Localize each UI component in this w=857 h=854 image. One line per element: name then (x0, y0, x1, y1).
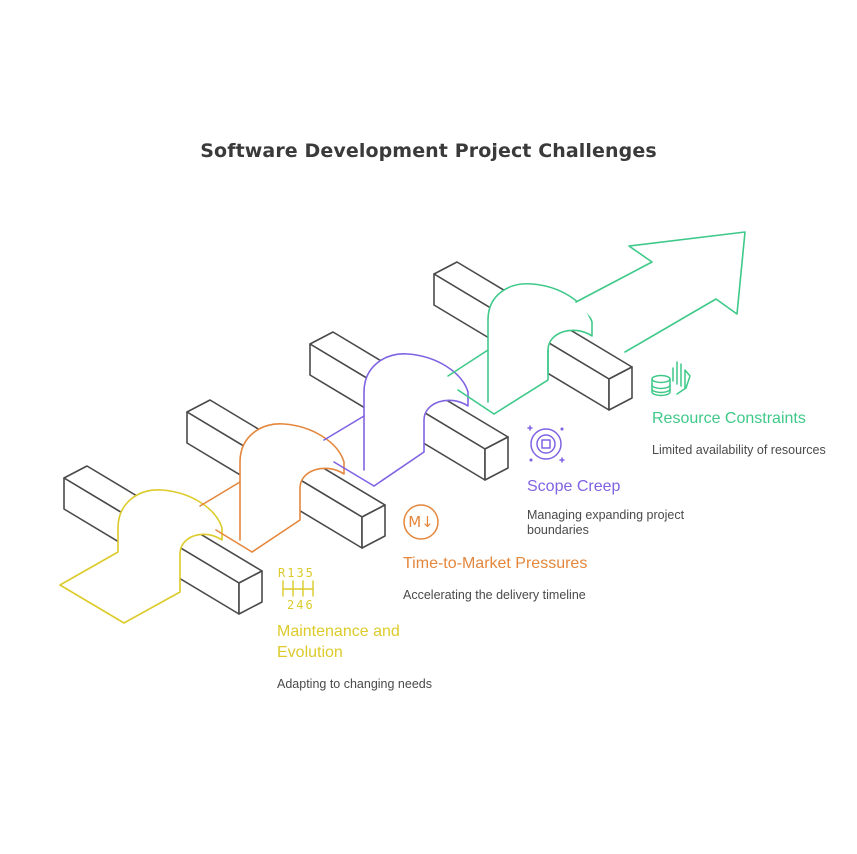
step-desc-maintenance: Adapting to changing needs (277, 677, 432, 691)
gear-bottom-text: 246 (287, 598, 315, 612)
step-title-resource: Resource Constraints (652, 410, 806, 427)
arrow-resource (575, 231, 746, 353)
step-title-maintenance: Maintenance and Evolution (277, 623, 400, 661)
step-desc-scope: Managing expanding project boundaries (527, 508, 685, 537)
step-title-scope: Scope Creep (527, 478, 621, 495)
ribbon-maintenance (59, 489, 223, 624)
step-desc-resource: Limited availability of resources (652, 443, 826, 457)
gear-shift-icon (282, 580, 314, 597)
ribbon-scope (363, 353, 469, 487)
m-down-arrow-icon (403, 504, 439, 540)
step-title-market: Time-to-Market Pressures (403, 555, 588, 572)
m-down-text: M↓ (408, 513, 434, 531)
gear-top-text: R135 (278, 566, 315, 580)
ribbon-market (239, 423, 345, 553)
coins-hand-icon (651, 361, 691, 397)
step-desc-market: Accelerating the delivery timeline (403, 588, 586, 602)
diagram-title: Software Development Project Challenges (200, 140, 657, 162)
target-icon (527, 425, 565, 463)
